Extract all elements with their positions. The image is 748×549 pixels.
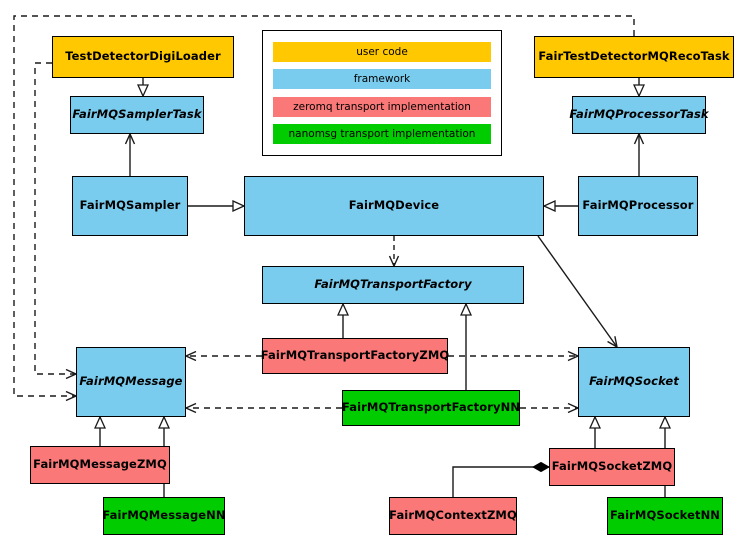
class-label: FairMQDevice [348, 198, 440, 213]
class-label: FairMQMessageNN [102, 508, 226, 523]
class-node-fairmqdevice[interactable]: FairMQDevice [244, 176, 544, 236]
class-label: FairTestDetectorMQRecoTask [538, 49, 730, 64]
class-label: FairMQMessage [79, 374, 183, 389]
class-label: FairMQProcessor [582, 198, 694, 213]
class-label: FairMQSocketZMQ [551, 459, 673, 474]
class-label: FairMQSamplerTask [72, 107, 202, 122]
legend-box: user code framework zeromq transport imp… [262, 30, 502, 156]
class-label: FairMQSampler [79, 198, 181, 213]
legend-item-framework: framework [273, 69, 491, 90]
class-node-fairmqtransportfactory[interactable]: FairMQTransportFactory [262, 266, 524, 304]
class-label: FairMQContextZMQ [389, 508, 517, 523]
class-node-fairmqprocessor[interactable]: FairMQProcessor [578, 176, 698, 236]
class-node-fairmqprocessortask[interactable]: FairMQProcessorTask [569, 96, 709, 134]
edge-contextzmq-socketzmq [452, 467, 549, 497]
legend-label-zeromq: zeromq transport implementation [293, 100, 471, 113]
class-node-fairmqcontextzmq[interactable]: FairMQContextZMQ [389, 497, 517, 535]
class-label: FairMQTransportFactory [314, 277, 472, 292]
legend-label-framework: framework [353, 73, 411, 86]
class-node-fairmqsocketnn[interactable]: FairMQSocketNN [607, 497, 723, 535]
legend-label-nanomsg: nanomsg transport implementation [288, 127, 476, 140]
class-label: FairMQProcessorTask [569, 107, 709, 122]
class-node-fairmqtransportfactorynn[interactable]: FairMQTransportFactoryNN [342, 390, 520, 426]
class-node-fairmqsampler[interactable]: FairMQSampler [72, 176, 188, 236]
class-node-fairmqsamplertask[interactable]: FairMQSamplerTask [70, 96, 204, 134]
legend-item-user-code: user code [273, 42, 491, 63]
class-node-fairmqsocketzmq[interactable]: FairMQSocketZMQ [549, 448, 675, 486]
class-node-fairmqsocket[interactable]: FairMQSocket [578, 347, 690, 417]
class-label: FairMQSocket [589, 374, 679, 389]
class-label: TestDetectorDigiLoader [65, 49, 221, 64]
class-node-fairmqmessage[interactable]: FairMQMessage [76, 347, 186, 417]
class-label: FairMQTransportFactoryZMQ [260, 348, 450, 363]
edge-device-socket [537, 235, 618, 349]
class-node-fairmqtransportfactoryzmq[interactable]: FairMQTransportFactoryZMQ [260, 338, 450, 374]
class-label: FairMQMessageZMQ [33, 457, 167, 472]
edge-recotask-message [13, 15, 635, 402]
legend-label-user-code: user code [356, 46, 408, 59]
class-label: FairMQTransportFactoryNN [341, 400, 521, 415]
class-node-fairmqmessagezmq[interactable]: FairMQMessageZMQ [30, 446, 170, 484]
class-node-fairtestdetectormqrecotask[interactable]: FairTestDetectorMQRecoTask [534, 36, 734, 78]
legend-item-zeromq: zeromq transport implementation [273, 96, 491, 117]
class-label: FairMQSocketNN [609, 508, 721, 523]
class-node-fairmqmessagenn[interactable]: FairMQMessageNN [102, 497, 226, 535]
legend-item-nanomsg: nanomsg transport implementation [273, 123, 491, 144]
class-node-testdetectordigiloader[interactable]: TestDetectorDigiLoader [52, 36, 234, 78]
